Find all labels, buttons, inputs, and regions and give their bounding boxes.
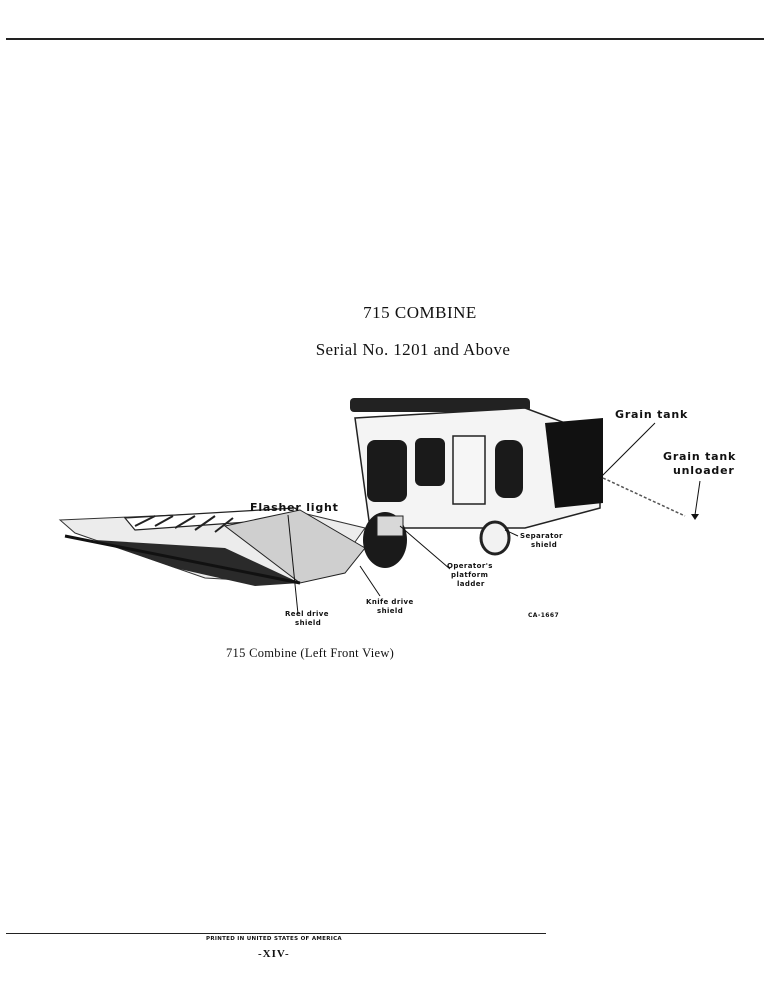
label-grain-tank-unloader-2: unloader bbox=[673, 464, 735, 477]
label-knife-drive-1: Knife drive bbox=[366, 598, 414, 606]
combine-figure: Grain tank Grain tank unloader Flasher l… bbox=[55, 378, 755, 638]
top-rule bbox=[6, 38, 764, 40]
page-number: -XIV- bbox=[258, 948, 290, 960]
label-reel-drive-1: Reel drive bbox=[285, 610, 329, 618]
serial-subtitle: Serial No. 1201 and Above bbox=[315, 340, 511, 359]
unloader-arrow bbox=[691, 514, 699, 520]
label-flasher-light: Flasher light bbox=[250, 501, 339, 514]
cab-window-2 bbox=[415, 438, 445, 486]
separator-wheel bbox=[479, 520, 511, 556]
printed-in-usa: PRINTED IN UNITED STATES OF AMERICA bbox=[206, 936, 342, 942]
label-separator-shield-1: Separator bbox=[520, 532, 563, 540]
label-separator-shield-2: shield bbox=[531, 541, 558, 549]
label-operators-ladder-3: ladder bbox=[457, 580, 485, 588]
unloader-tube bbox=[602, 477, 686, 517]
label-grain-tank-unloader-1: Grain tank bbox=[663, 450, 737, 463]
combine-illustration bbox=[58, 398, 701, 615]
label-knife-drive-2: shield bbox=[377, 607, 404, 615]
leader-lines bbox=[287, 422, 701, 615]
reel-slats bbox=[134, 515, 234, 533]
feeder-house bbox=[223, 509, 366, 584]
grain-tank-body bbox=[545, 418, 603, 508]
label-operators-ladder-2: platform bbox=[451, 571, 489, 579]
cutter-bar bbox=[64, 534, 301, 585]
cab-window-3 bbox=[495, 440, 523, 498]
bottom-rule bbox=[6, 933, 546, 934]
cab-roof bbox=[350, 398, 530, 412]
label-grain-tank: Grain tank bbox=[615, 408, 689, 421]
figure-code: CA-1667 bbox=[528, 612, 560, 619]
cab-window-1 bbox=[367, 440, 407, 502]
cab-door bbox=[452, 435, 486, 505]
label-operators-ladder-1: Operator's bbox=[447, 562, 493, 570]
figure-caption: 715 Combine (Left Front View) bbox=[226, 646, 395, 660]
page-title: 715 COMBINE bbox=[363, 303, 477, 322]
label-reel-drive-2: shield bbox=[295, 619, 322, 627]
platform-ladder bbox=[376, 515, 404, 537]
